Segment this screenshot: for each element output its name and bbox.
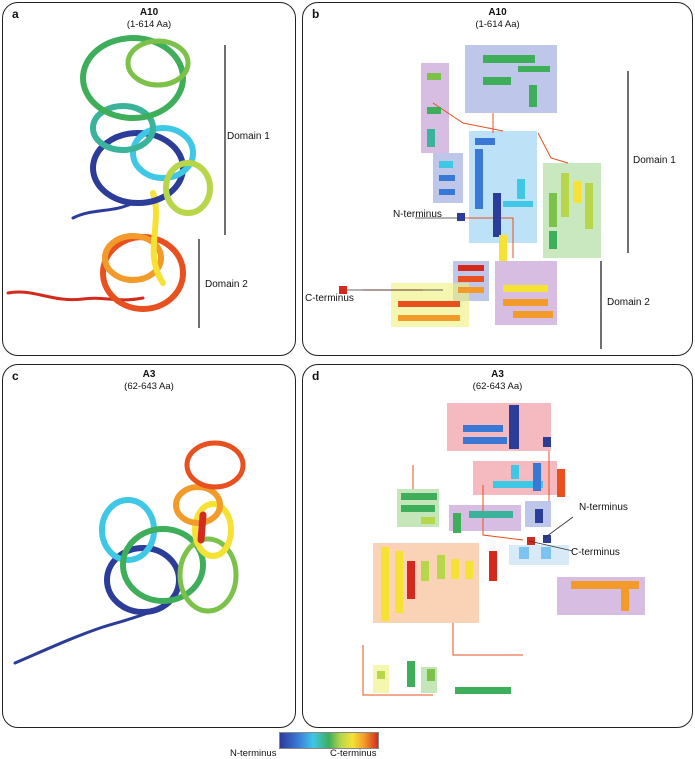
panel-b: b A10 (1-614 Aa) bbox=[302, 2, 693, 356]
panel-title: A10 bbox=[139, 7, 159, 18]
panel-range: (62-643 Aa) bbox=[124, 381, 174, 392]
panel-a: a A10 (1-614 Aa) Domain 1 Domain 2 bbox=[2, 2, 296, 356]
domain2-label: Domain 2 bbox=[205, 279, 248, 290]
panel-title: A3 bbox=[491, 369, 504, 380]
n-terminus-label: N-terminus bbox=[579, 502, 628, 513]
protein-structure-icon bbox=[13, 440, 246, 665]
domain1-label: Domain 1 bbox=[633, 155, 676, 166]
panel-c: c A3 (62-643 Aa) bbox=[2, 364, 296, 728]
panel-title: A10 bbox=[488, 7, 507, 18]
panel-d: d A3 (62-643 Aa) bbox=[302, 364, 693, 728]
panel-range: (62-643 Aa) bbox=[472, 381, 523, 392]
n-terminus-label: N-terminus bbox=[393, 209, 442, 220]
panel-range: (1-614 Aa) bbox=[475, 19, 520, 30]
colorbar-right-label: C-terminus bbox=[330, 748, 377, 759]
panel-label: d bbox=[312, 369, 320, 383]
protein-structure-icon bbox=[6, 35, 226, 328]
domain2-label: Domain 2 bbox=[607, 297, 650, 308]
colorbar-left-label: N-terminus bbox=[230, 748, 277, 759]
panel-label: c bbox=[12, 369, 19, 383]
c-terminus-label: C-terminus bbox=[571, 547, 620, 558]
topology-diagram-icon bbox=[362, 403, 645, 696]
panel-label: a bbox=[12, 7, 19, 21]
panel-title: A3 bbox=[142, 369, 156, 380]
domain1-label: Domain 1 bbox=[227, 131, 270, 142]
panel-label: b bbox=[312, 7, 320, 21]
topology-diagram-icon bbox=[339, 45, 629, 349]
c-terminus-label: C-terminus bbox=[305, 293, 354, 304]
colorbar-gradient-icon bbox=[279, 732, 379, 749]
panel-range: (1-614 Aa) bbox=[126, 19, 172, 30]
